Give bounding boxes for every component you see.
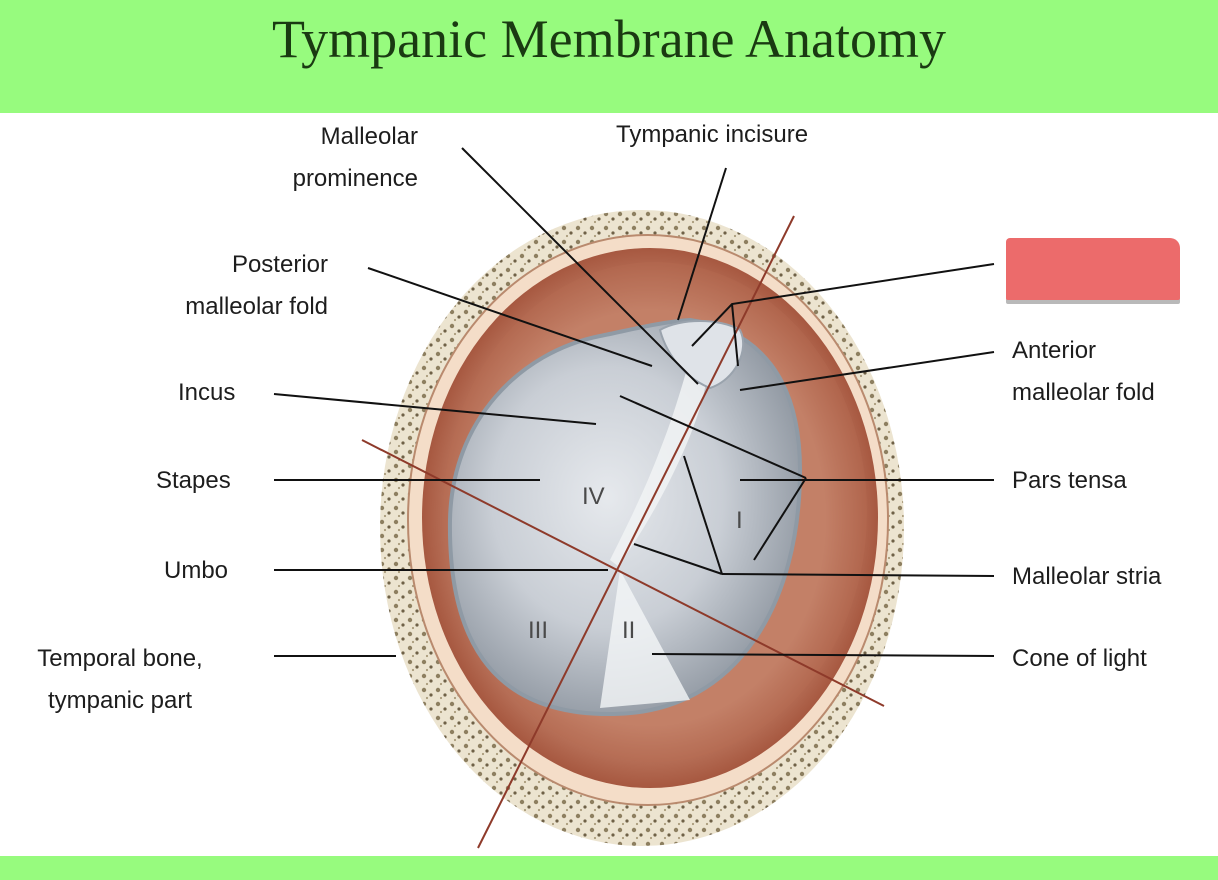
hidden-label-box[interactable] bbox=[1006, 238, 1180, 300]
label-posterior-malleolar-fold-line-2: malleolar fold bbox=[185, 293, 328, 320]
quadrant-iv-label: IV bbox=[582, 483, 605, 510]
label-anterior-malleolar-fold: Anterior malleolar fold bbox=[1012, 330, 1155, 414]
label-cone-of-light: Cone of light bbox=[1012, 645, 1147, 672]
footer-band bbox=[0, 856, 1218, 880]
leader-tympanic-incisure bbox=[677, 167, 727, 321]
leader-pars-tensa-branch-2 bbox=[753, 477, 807, 561]
label-temporal-bone: Temporal bone, tympanic part bbox=[20, 638, 220, 722]
label-stapes: Stapes bbox=[156, 467, 231, 494]
leader-posterior-malleolar-fold bbox=[367, 267, 653, 367]
label-temporal-bone-line-2: tympanic part bbox=[47, 687, 193, 714]
quadrant-iii-label: III bbox=[528, 617, 549, 644]
leader-hidden-label-branch bbox=[731, 303, 739, 367]
leader-lines bbox=[273, 147, 995, 657]
leader-pars-tensa-branch-1 bbox=[619, 395, 807, 479]
label-posterior-malleolar-fold: Posterior malleolar fold bbox=[185, 244, 328, 328]
leader-cone-of-light bbox=[651, 653, 995, 657]
quadrant-i-label: I bbox=[736, 507, 743, 534]
leader-incus bbox=[273, 393, 597, 425]
label-temporal-bone-line-1: Temporal bone, bbox=[37, 645, 203, 672]
label-malleolar-prominence: Malleolar prominence bbox=[293, 116, 418, 200]
label-anterior-malleolar-fold-line-1: Anterior bbox=[1012, 337, 1097, 364]
dividing-line-perpendicular bbox=[361, 439, 885, 707]
label-umbo: Umbo bbox=[164, 557, 229, 584]
leader-malleolar-stria-branch-1 bbox=[683, 455, 723, 575]
leader-anterior-malleolar-fold bbox=[739, 351, 995, 391]
label-malleolar-prominence-line-2: prominence bbox=[292, 165, 418, 192]
label-malleolar-prominence-line-1: Malleolar bbox=[320, 123, 418, 150]
label-posterior-malleolar-fold-line-1: Posterior bbox=[231, 251, 328, 278]
malleus-handle bbox=[610, 330, 709, 566]
quadrant-ii-label: II bbox=[622, 617, 636, 644]
label-anterior-malleolar-fold-line-2: malleolar fold bbox=[1012, 379, 1155, 406]
page-title: Tympanic Membrane Anatomy bbox=[271, 9, 947, 69]
leader-malleolar-stria-main bbox=[721, 573, 995, 577]
leader-malleolar-prominence bbox=[461, 147, 699, 385]
leader-malleolar-stria-branch-2 bbox=[633, 543, 723, 575]
label-tympanic-incisure: Tympanic incisure bbox=[616, 121, 809, 148]
dividing-line-malleus-axis bbox=[477, 215, 795, 849]
cone-of-light-shape bbox=[600, 570, 690, 708]
header-band bbox=[0, 0, 1218, 113]
label-malleolar-stria: Malleolar stria bbox=[1012, 563, 1162, 590]
label-pars-tensa: Pars tensa bbox=[1012, 467, 1127, 494]
label-incus: Incus bbox=[178, 379, 236, 406]
